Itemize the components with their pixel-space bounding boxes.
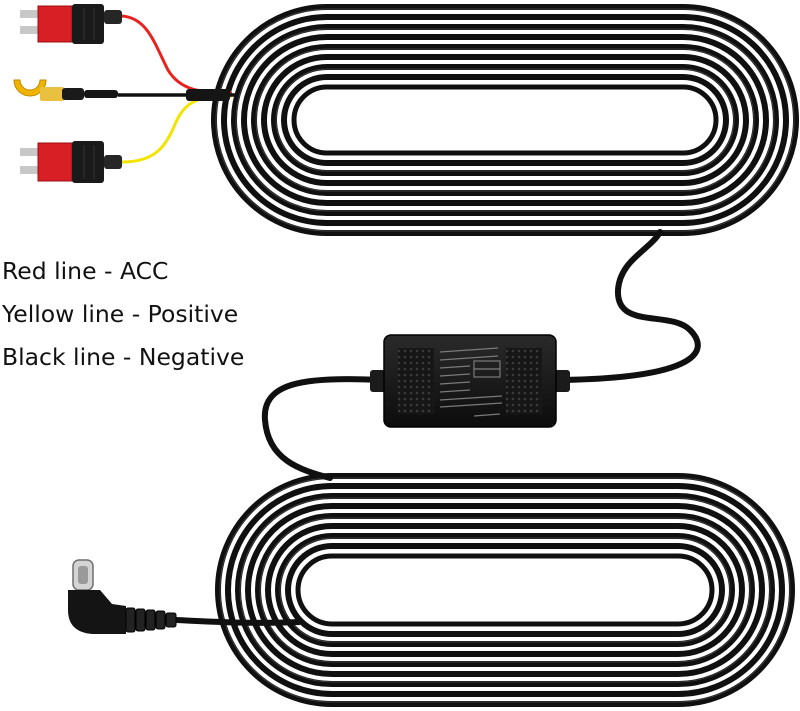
lower-cable-coil — [215, 473, 795, 707]
spec-label-printing — [439, 347, 503, 417]
legend-red-line: Red line - ACC — [2, 257, 169, 285]
cable-upper-to-box — [557, 229, 701, 383]
legend-black-line: Black line - Negative — [2, 343, 245, 371]
vent-holes-right — [506, 348, 542, 414]
strain-relief-ridges — [125, 607, 177, 633]
lower-coil-highlights — [219, 477, 791, 703]
upper-cable-coil — [211, 4, 799, 236]
cable-to-connector — [175, 617, 301, 626]
upper-coil-highlights — [215, 8, 795, 232]
ring-terminal — [13, 79, 118, 101]
legend-yellow-line: Yellow line - Positive — [2, 300, 239, 328]
fuse-tap-bottom — [20, 141, 122, 183]
cable-box-to-lower — [261, 376, 383, 481]
wire-junction-sleeve — [186, 89, 230, 101]
converter-box — [370, 334, 570, 428]
vent-holes-left — [398, 348, 434, 414]
usb-c-connector — [68, 559, 177, 634]
wire-color-legend: Red line - ACC Yellow line - Positive Bl… — [2, 250, 244, 379]
fuse-tap-top — [20, 4, 122, 44]
red-wire — [121, 14, 233, 95]
